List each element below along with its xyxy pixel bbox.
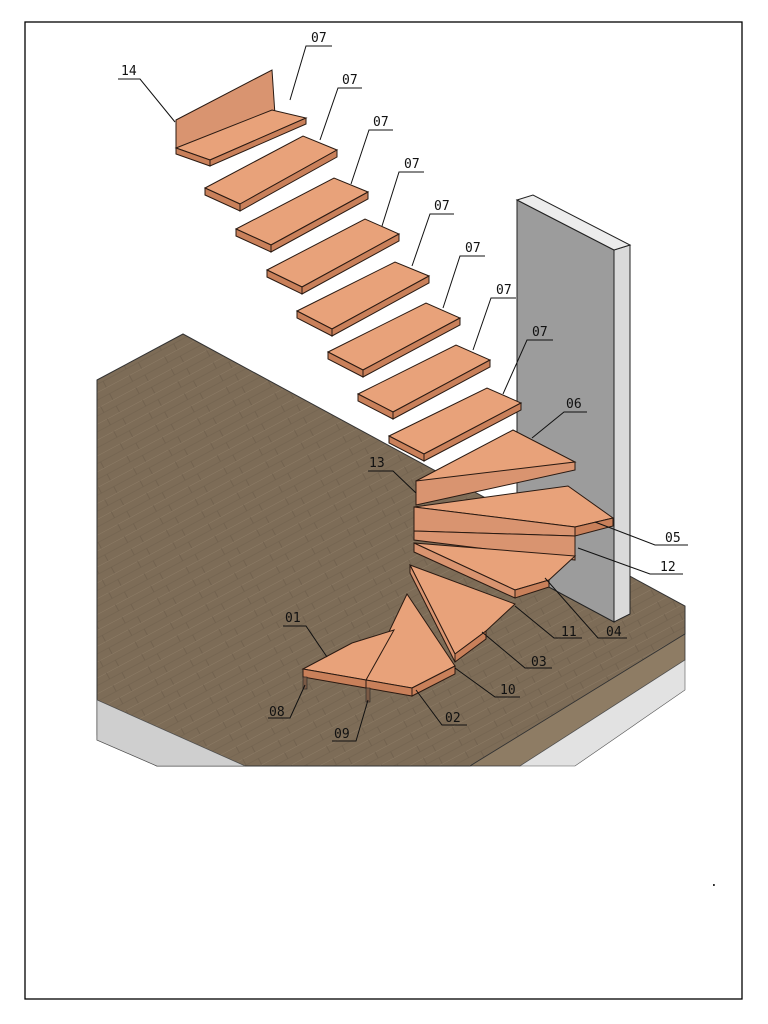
- tread-07-f: [356, 344, 492, 420]
- step-01: [301, 629, 396, 703]
- callout-label-07: 07: [311, 31, 327, 46]
- callout-10: 10: [454, 667, 520, 698]
- callout-label-14: 14: [121, 64, 137, 79]
- callout-label-07: 07: [404, 157, 420, 172]
- callout-13: 13: [368, 456, 417, 494]
- callout-label-07: 07: [373, 115, 389, 130]
- sheet-border: [24, 21, 743, 1000]
- callout-label-07: 07: [532, 325, 548, 340]
- callout-label-04: 04: [606, 625, 622, 640]
- callout-14: 14: [118, 64, 176, 123]
- callout-label-11: 11: [561, 625, 577, 640]
- callout-08: 08: [268, 684, 306, 720]
- callout-label-05: 05: [665, 531, 681, 546]
- straight-flight: [174, 69, 523, 462]
- step-01-support: [302, 676, 308, 690]
- winder-03: [408, 564, 516, 663]
- callout-label-07: 07: [434, 199, 450, 214]
- stray-dot: .: [710, 875, 718, 890]
- wall-top-face: [515, 194, 632, 251]
- callout-07-3: 07: [350, 115, 393, 185]
- callout-01: 01: [283, 611, 328, 658]
- callout-12: 12: [577, 547, 683, 575]
- callout-label-10: 10: [500, 683, 516, 698]
- top-tread-with-riser: [174, 69, 308, 167]
- callout-label-08: 08: [269, 705, 285, 720]
- callout-02: 02: [415, 689, 467, 726]
- step-02-support: [365, 687, 371, 703]
- callout-label-03: 03: [531, 655, 547, 670]
- callout-07-4: 07: [381, 157, 424, 227]
- winder-04: [413, 542, 577, 599]
- callout-label-02: 02: [445, 711, 461, 726]
- tread-07-g: [387, 387, 523, 462]
- callout-label-06: 06: [566, 397, 582, 412]
- callout-07-2: 07: [319, 73, 362, 141]
- callout-label-09: 09: [334, 727, 350, 742]
- callout-05: 05: [594, 521, 688, 546]
- callout-11: 11: [514, 605, 582, 640]
- callout-07-1: 07: [289, 31, 332, 101]
- callout-label-01: 01: [285, 611, 301, 626]
- callout-07-8: 07: [502, 325, 553, 395]
- callout-03: 03: [481, 631, 552, 670]
- floor-concrete-right: [518, 659, 686, 767]
- callout-06: 06: [531, 397, 587, 439]
- tread-07-e: [326, 302, 462, 378]
- tread-07-d: [295, 261, 431, 337]
- callout-label-07: 07: [465, 241, 481, 256]
- winder-stack: [301, 429, 615, 703]
- floor-concrete-left: [96, 699, 246, 767]
- tread-07-b: [234, 177, 370, 253]
- callouts: 14 07 07 07 07 07 07 07: [118, 31, 688, 742]
- callout-label-12: 12: [660, 560, 676, 575]
- floor-slab: [96, 333, 686, 767]
- callout-04: 04: [544, 577, 627, 640]
- tread-07-c: [265, 218, 401, 295]
- winder-06: [415, 429, 577, 506]
- callout-label-13: 13: [369, 456, 385, 471]
- callout-07-5: 07: [411, 199, 454, 267]
- tread-07-a: [203, 135, 339, 212]
- callout-label-07: 07: [496, 283, 512, 298]
- callout-label-07: 07: [342, 73, 358, 88]
- callout-07-6: 07: [442, 241, 485, 309]
- callout-07-7: 07: [472, 283, 516, 351]
- callout-09: 09: [332, 699, 369, 742]
